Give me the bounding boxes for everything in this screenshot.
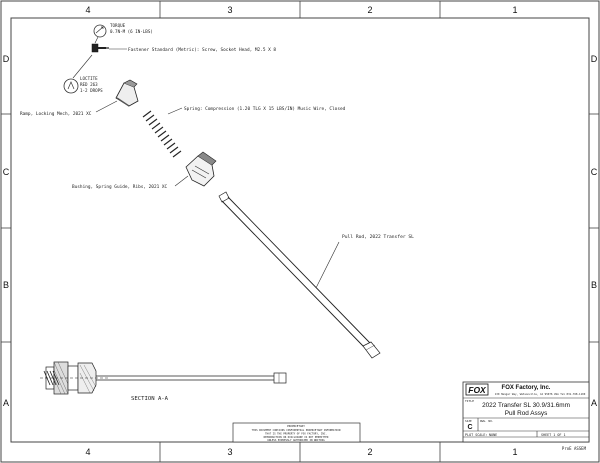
screw-part bbox=[91, 43, 109, 53]
bushing-part bbox=[185, 151, 217, 187]
zone-col-top-1: 1 bbox=[512, 5, 517, 15]
fox-logo-text: FOX bbox=[468, 385, 487, 395]
plot-scale-label: PLOT SCALE: bbox=[465, 433, 487, 437]
zone-row-left-b: B bbox=[3, 280, 9, 290]
fastener-label: Fastener Standard (Metric): Screw, Socke… bbox=[128, 47, 276, 53]
proprietary-notice: PROPRIETARY THIS DOCUMENT CONTAINS CONFI… bbox=[232, 422, 361, 443]
software-tag: ProE ASSEM bbox=[562, 446, 587, 451]
size-label: SIZE bbox=[465, 419, 472, 423]
inner-frame bbox=[10, 17, 590, 443]
zone-col-bottom-3: 3 bbox=[227, 447, 232, 457]
section-a-a-view bbox=[40, 361, 287, 395]
zone-row-right-a: A bbox=[591, 398, 597, 408]
zone-col-bottom-4: 4 bbox=[85, 447, 90, 457]
torque-symbol-icon bbox=[93, 24, 107, 38]
torque-note-line2: 0.7N-M (6 IN-LBS) bbox=[110, 29, 153, 34]
loctite-note-line2: RED 263 bbox=[80, 82, 98, 87]
loctite-note-line1: LOCTITE bbox=[80, 76, 98, 81]
company-address: 130 Hangar Way, Watsonville, CA 95076 US… bbox=[495, 392, 586, 396]
fox-logo: FOX bbox=[465, 383, 489, 396]
section-label: SECTION A-A bbox=[131, 396, 169, 402]
size-value: C bbox=[467, 424, 472, 431]
loctite-note-line3: 1-2 DROPS bbox=[80, 88, 103, 93]
company-name: FOX Factory, Inc. bbox=[502, 385, 551, 391]
bushing-label: Bushing, Spring Guide, Ribs, 2021 XC bbox=[72, 184, 168, 190]
zone-row-left-c: C bbox=[3, 167, 10, 177]
loctite-note: LOCTITE RED 263 1-2 DROPS bbox=[63, 54, 103, 94]
zone-col-bottom-2: 2 bbox=[367, 447, 372, 457]
proprietary-line-4: UNLESS EXPRESSLY AUTHORIZED IN WRITING bbox=[267, 438, 325, 442]
pull-rod-label: Pull Rod, 2022 Transfer SL bbox=[342, 234, 414, 240]
drawing-title-line1: 2022 Transfer SL 30.9/31.6mm bbox=[482, 402, 570, 409]
drawing-title-line2: Pull Rod Assys bbox=[505, 410, 548, 417]
torque-note-line1: TORQUE bbox=[110, 23, 126, 28]
pull-rod-part bbox=[218, 191, 381, 359]
title-block: FOX FOX Factory, Inc. 130 Hangar Way, Wa… bbox=[462, 381, 590, 443]
proprietary-heading: PROPRIETARY bbox=[287, 424, 305, 428]
zone-col-top-3: 3 bbox=[227, 5, 232, 15]
torque-note: TORQUE 0.7N-M (6 IN-LBS) bbox=[93, 23, 153, 44]
spring-part bbox=[142, 110, 182, 158]
zone-row-right-d: D bbox=[591, 54, 598, 64]
ramp-label: Ramp, Locking Mech, 2021 XC bbox=[20, 111, 92, 117]
loctite-symbol-icon bbox=[63, 78, 79, 94]
proprietary-line-1: THIS DOCUMENT CONTAINS CONFIDENTIAL PROP… bbox=[252, 428, 341, 432]
zone-row-left-a: A bbox=[3, 398, 9, 408]
proprietary-line-3: REPRODUCTION OR DISCLOSURE IS NOT PERMIT… bbox=[264, 435, 329, 439]
ramp-part bbox=[115, 79, 139, 107]
zone-row-right-c: C bbox=[591, 167, 598, 177]
zone-col-top-2: 2 bbox=[367, 5, 372, 15]
zone-row-right-b: B bbox=[591, 280, 597, 290]
spring-label: Spring: Compression (1.20 TLG X 15 LBS/I… bbox=[184, 106, 346, 112]
dwg-no-label: DWG. NO. bbox=[480, 419, 494, 423]
zone-col-bottom-1: 1 bbox=[512, 447, 517, 457]
sheet-number: SHEET 1 OF 1 bbox=[541, 433, 566, 437]
title-label: TITLE bbox=[465, 399, 474, 403]
zone-row-left-d: D bbox=[3, 54, 10, 64]
zone-col-top-4: 4 bbox=[85, 5, 90, 15]
plot-scale-value: NONE bbox=[489, 433, 497, 437]
proprietary-line-2: THAT IS THE PROPERTY OF FOX FACTORY, INC… bbox=[265, 432, 327, 436]
